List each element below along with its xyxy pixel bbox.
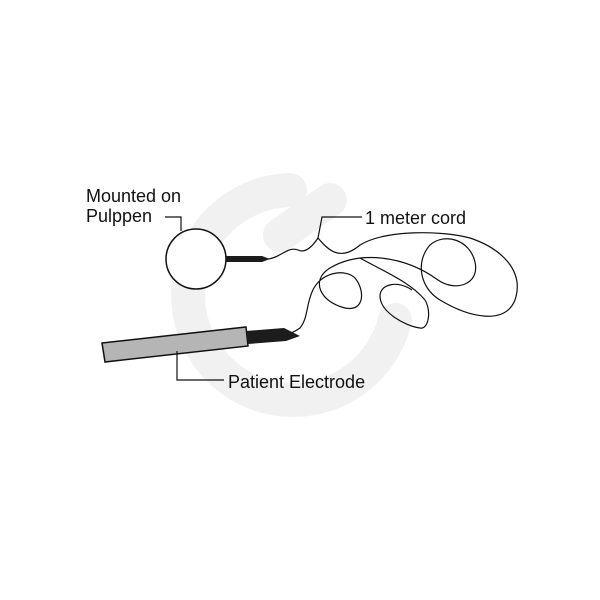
patient-electrode-label: Patient Electrode <box>228 372 366 392</box>
mounted-on-label: Mounted on <box>86 186 182 206</box>
pulppen-label: Pulppen <box>86 206 153 226</box>
electrode-handle <box>101 326 249 363</box>
mounting-disc <box>165 228 227 290</box>
mount-connector <box>226 256 270 262</box>
cord-label: 1 meter cord <box>365 208 467 228</box>
leader-cord <box>317 216 362 239</box>
coiled-cord <box>267 232 518 337</box>
patient-electrode <box>101 326 300 363</box>
electrode-tip <box>246 328 300 344</box>
watermark-logo <box>171 173 412 417</box>
leader-electrode <box>176 351 224 381</box>
leader-lines <box>165 216 362 381</box>
pulppen-mount <box>165 228 270 290</box>
leader-mounted <box>165 216 182 231</box>
